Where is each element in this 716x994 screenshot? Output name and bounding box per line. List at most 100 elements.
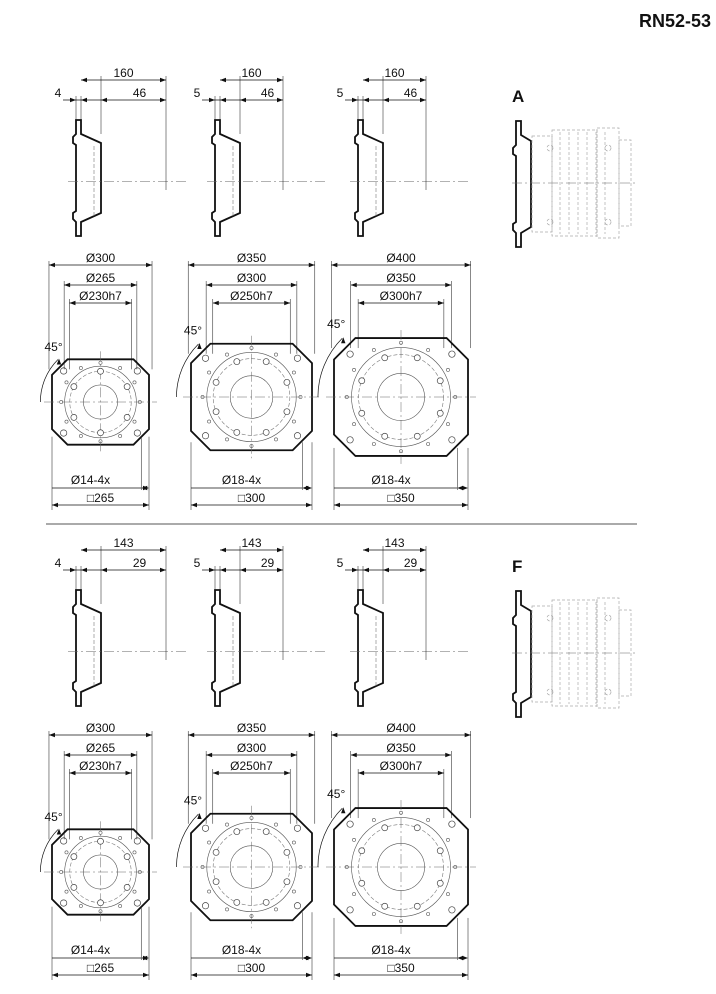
- rim-slot: [78, 434, 83, 438]
- dimension-arrow: [334, 502, 340, 508]
- bolt-hole: [262, 899, 270, 906]
- dimension-arrow: [363, 77, 369, 83]
- mounting-hole: [60, 429, 68, 437]
- rim-slot: [274, 907, 278, 912]
- dimension-arrow: [341, 337, 346, 344]
- dimension-arrow: [334, 972, 340, 978]
- rim-slot: [207, 889, 211, 894]
- hole-circle-dimension-label: Ø265: [86, 271, 116, 285]
- rim-slot: [371, 912, 376, 916]
- rim-slot: [426, 348, 431, 352]
- rim-slot: [426, 442, 431, 446]
- mounting-hole: [133, 367, 141, 375]
- motor-bolt-ghost: [604, 688, 612, 696]
- square-size-dimension-label: □300: [238, 961, 266, 975]
- rim-slot: [249, 444, 254, 448]
- rim-slot: [371, 348, 376, 352]
- flange-side-profile: [211, 589, 241, 707]
- rim-slot: [399, 340, 403, 345]
- rim-slot: [446, 892, 450, 897]
- angle-arc: [40, 829, 59, 873]
- angle-arc: [40, 359, 59, 403]
- bolt-hole: [212, 408, 220, 416]
- rim-slot: [344, 865, 349, 869]
- hole-size-label: Ø18-4x: [371, 943, 410, 957]
- bolt-hole: [413, 432, 421, 440]
- rim-slot: [446, 367, 450, 372]
- rim-slot: [137, 870, 142, 874]
- motor-bolt-ghost: [604, 614, 612, 622]
- pilot-diameter-dimension-label: Ø230h7: [79, 289, 122, 303]
- dimension-arrow: [457, 485, 464, 491]
- bolt-hole: [436, 377, 444, 385]
- rim-slot: [200, 395, 205, 399]
- dimension-arrow: [306, 502, 312, 508]
- hole-size-label: Ø18-4x: [222, 473, 261, 487]
- flange-side-profile: [211, 119, 241, 237]
- outer-diameter-dimension-label: Ø300: [86, 721, 116, 735]
- dimension-arrow: [191, 972, 197, 978]
- flange-thickness-label: 4: [55, 556, 62, 570]
- angle-arc: [176, 813, 199, 868]
- dimension-arrow: [130, 752, 137, 758]
- rim-slot: [399, 919, 403, 924]
- rim-slot: [292, 889, 296, 894]
- bolt-hole: [436, 847, 444, 855]
- dimension-arrow: [70, 97, 76, 103]
- rim-slot: [352, 422, 356, 427]
- pilot-diameter-dimension-label: Ø300h7: [380, 759, 423, 773]
- overall-length-dimension-label: 143: [241, 536, 261, 550]
- mounting-hole: [448, 820, 456, 828]
- rim-slot: [98, 909, 103, 914]
- mounting-hole: [448, 350, 456, 358]
- bolt-hole: [283, 378, 291, 386]
- dimension-arrow: [358, 770, 365, 776]
- dimension-arrow: [331, 262, 338, 268]
- bolt-hole: [262, 358, 270, 365]
- angle-label: 45°: [327, 787, 345, 801]
- dimension-arrow: [191, 502, 197, 508]
- dimension-arrow: [212, 770, 219, 776]
- bolt-hole: [262, 828, 270, 835]
- bolt-hole: [97, 899, 104, 907]
- dimension-arrow: [101, 567, 107, 573]
- bolt-hole: [381, 824, 389, 832]
- rim-slot: [426, 818, 431, 822]
- dimension-arrow: [350, 752, 357, 758]
- rim-slot: [292, 419, 296, 424]
- outer-diameter-dimension-label: Ø350: [237, 721, 267, 735]
- dimension-arrow: [52, 502, 58, 508]
- dimension-arrow: [240, 567, 246, 573]
- dimension-arrow: [363, 567, 369, 573]
- motor-end-ghost: [618, 609, 632, 697]
- outer-diameter-dimension-label: Ø400: [386, 721, 416, 735]
- dimension-arrow: [437, 300, 444, 306]
- rim-slot: [399, 449, 403, 454]
- rim-slot: [200, 865, 205, 869]
- dimension-arrow: [464, 732, 471, 738]
- hole-size-label: Ø14-4x: [71, 473, 110, 487]
- bolt-hole: [358, 879, 366, 887]
- dimension-arrow: [352, 567, 358, 573]
- rim-slot: [59, 870, 64, 874]
- angle-label: 45°: [45, 810, 63, 824]
- dimension-arrow: [197, 342, 202, 349]
- dimension-arrow: [352, 97, 358, 103]
- flange-thickness-label: 5: [337, 556, 344, 570]
- flange-thickness-label: 5: [194, 556, 201, 570]
- flange-side-profile: [354, 589, 384, 707]
- assembly-flange: [512, 120, 532, 248]
- bolt-hole: [283, 878, 291, 886]
- dimension-arrow: [464, 262, 471, 268]
- rim-slot: [98, 360, 103, 365]
- dimension-arrow: [160, 97, 166, 103]
- bolt-hole: [358, 409, 366, 417]
- rim-slot: [249, 816, 254, 820]
- mounting-hole: [293, 432, 302, 440]
